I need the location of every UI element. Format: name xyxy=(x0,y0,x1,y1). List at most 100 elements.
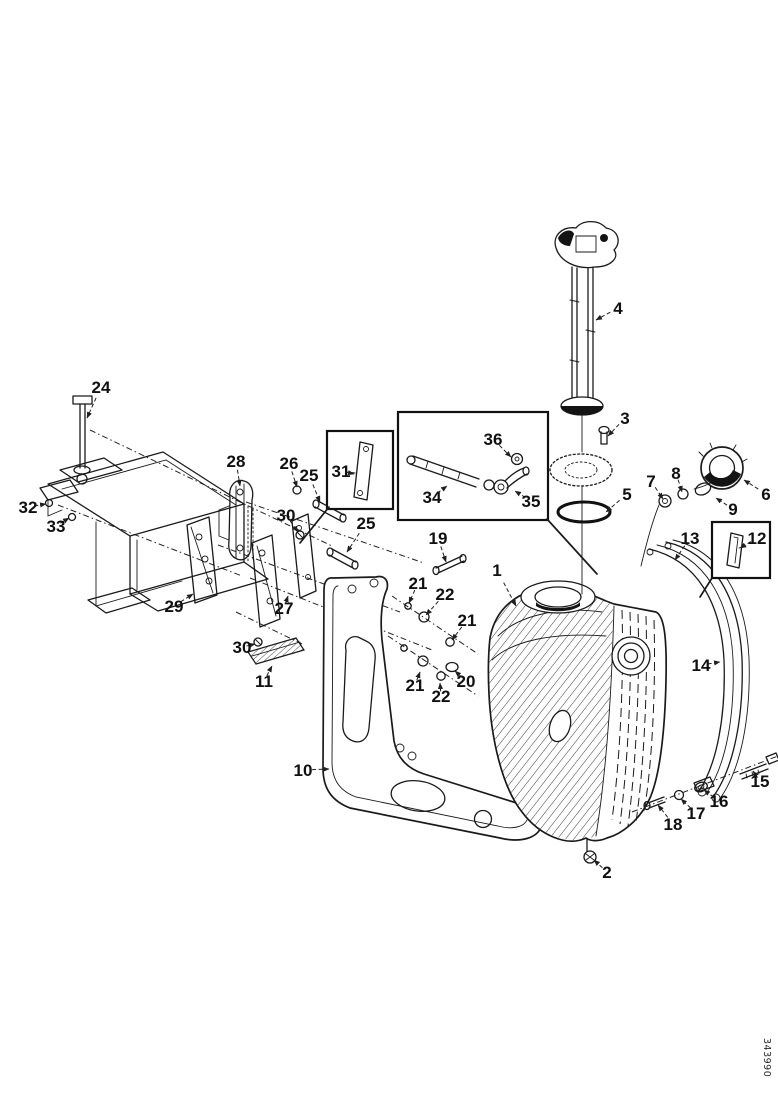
callout-29-leader xyxy=(180,593,194,603)
callout-18-leader xyxy=(657,804,669,818)
callout-3-leader xyxy=(607,423,620,437)
tether-link-9 xyxy=(694,482,712,496)
callout-32-label: 32 xyxy=(19,498,38,517)
callout-12: 12 xyxy=(739,529,767,549)
callout-35-label: 35 xyxy=(522,492,541,511)
nut-17 xyxy=(673,789,685,801)
bolt-26 xyxy=(292,485,302,495)
callout-33-leader xyxy=(60,517,70,524)
callout-13-label: 13 xyxy=(681,529,700,548)
callout-7-leader xyxy=(654,487,664,500)
callout-21: 21 xyxy=(406,671,425,695)
callout-11: 11 xyxy=(255,665,273,691)
end-bracket-32-33 xyxy=(39,479,79,522)
callout-15-label: 15 xyxy=(751,772,770,791)
callout-32-leader xyxy=(34,502,47,508)
callout-16-leader xyxy=(703,789,715,798)
callout-34: 34 xyxy=(423,485,448,507)
callout-18-label: 18 xyxy=(664,815,683,834)
fuel-gauge-tube-4 xyxy=(554,220,619,595)
callout-36-leader xyxy=(498,444,512,458)
callout-30-leader xyxy=(246,642,256,648)
mounting-plate-29 xyxy=(186,516,218,604)
callout-3: 3 xyxy=(607,409,630,437)
callout-22: 22 xyxy=(425,585,455,616)
shim-11 xyxy=(247,637,305,665)
callout-25-label: 25 xyxy=(357,514,376,533)
callout-15: 15 xyxy=(751,770,770,791)
callout-1-label: 1 xyxy=(492,561,501,580)
callout-22-label: 22 xyxy=(436,585,455,604)
fuel-cap-6 xyxy=(640,442,748,567)
callout-1-leader xyxy=(503,582,517,607)
rod-25b xyxy=(326,547,359,570)
callout-16: 16 xyxy=(703,789,729,811)
bracket-hardware-21-22-20 xyxy=(387,595,479,697)
callout-13-leader xyxy=(674,545,686,561)
callout-26-label: 26 xyxy=(280,454,299,473)
fuel-tank-1 xyxy=(487,580,668,864)
frame-rail xyxy=(47,451,269,614)
callout-30-label: 30 xyxy=(233,638,252,657)
callout-10-label: 10 xyxy=(294,761,313,780)
bolt-30a xyxy=(295,530,305,540)
callout-27-label: 27 xyxy=(275,599,294,618)
inset-box-31 xyxy=(299,429,395,544)
callout-19: 19 xyxy=(429,529,447,563)
callout-10-leader xyxy=(312,766,330,772)
bolt-32 xyxy=(44,498,54,508)
screw-18 xyxy=(643,796,666,811)
callout-17-label: 17 xyxy=(687,804,706,823)
fitting-7 xyxy=(658,494,672,508)
drain-plug-2 xyxy=(583,838,597,864)
tank-boss xyxy=(611,636,651,676)
callout-33: 33 xyxy=(47,517,70,536)
callout-16-label: 16 xyxy=(710,792,729,811)
callout-31-label: 31 xyxy=(332,462,351,481)
inset-box-12 xyxy=(699,520,772,598)
callout-14-label: 14 xyxy=(692,656,711,675)
callout-13: 13 xyxy=(674,529,700,561)
callout-35-leader xyxy=(514,490,526,498)
filler-neck xyxy=(520,580,596,614)
callout-21-label: 21 xyxy=(458,611,477,630)
callout-25: 25 xyxy=(346,514,376,553)
callout-25-leader xyxy=(346,532,360,553)
callout-8-label: 8 xyxy=(671,464,680,483)
callout-8-leader xyxy=(677,479,683,493)
callout-19-leader xyxy=(440,546,447,563)
callout-17-leader xyxy=(680,798,692,809)
callout-5-label: 5 xyxy=(622,485,631,504)
callout-32: 32 xyxy=(19,498,47,517)
callout-25-label: 25 xyxy=(300,466,319,485)
callout-21-label: 21 xyxy=(406,676,425,695)
callout-6-leader xyxy=(743,479,759,490)
inset-box-hose xyxy=(396,410,598,575)
callout-3-label: 3 xyxy=(620,409,629,428)
callout-22: 22 xyxy=(432,682,450,706)
callout-36-label: 36 xyxy=(484,430,503,449)
callout-9-label: 9 xyxy=(728,500,737,519)
o-ring-5 xyxy=(556,500,612,524)
callout-12-label: 12 xyxy=(748,529,767,548)
callout-5: 5 xyxy=(605,485,632,513)
callout-21-leader xyxy=(408,589,416,604)
callout-20: 20 xyxy=(454,670,475,691)
callout-9: 9 xyxy=(715,497,738,519)
mounting-bolt-24 xyxy=(59,395,123,485)
callout-28-label: 28 xyxy=(227,452,246,471)
callout-34-leader xyxy=(436,485,448,494)
callout-36: 36 xyxy=(484,430,512,458)
callout-20-leader xyxy=(454,670,463,678)
bolt-33 xyxy=(67,512,77,522)
washer-16 xyxy=(694,781,708,793)
callout-7-label: 7 xyxy=(646,472,655,491)
callout-18: 18 xyxy=(657,804,683,834)
callout-4: 4 xyxy=(595,299,623,321)
callout-11-label: 11 xyxy=(255,672,273,691)
callout-6-label: 6 xyxy=(761,485,770,504)
pin-19 xyxy=(432,553,467,576)
callout-33-label: 33 xyxy=(47,517,66,536)
callout-8: 8 xyxy=(671,464,683,493)
